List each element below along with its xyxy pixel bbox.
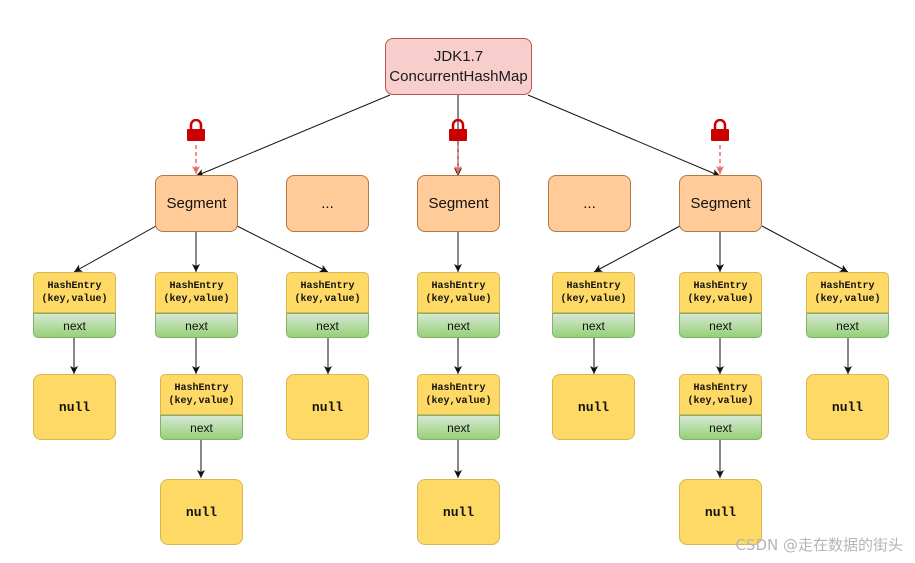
lock-icon	[711, 119, 729, 141]
hash-entry-title: HashEntry	[47, 280, 102, 292]
hash-entry: HashEntry (key,value)	[552, 272, 635, 313]
hash-entry: HashEntry (key,value)	[417, 374, 500, 415]
hash-entry: HashEntry (key,value)	[679, 374, 762, 415]
hash-entry-kv: (key,value)	[425, 395, 492, 407]
hash-entry-title: HashEntry	[169, 280, 224, 292]
hash-entry-title: HashEntry	[693, 280, 748, 292]
hash-entry-kv: (key,value)	[814, 293, 881, 305]
root-title: JDK1.7	[433, 47, 484, 65]
watermark: CSDN @走在数据的街头	[735, 536, 903, 554]
hash-entry: HashEntry (key,value)	[33, 272, 116, 313]
null-node: null	[33, 374, 116, 440]
edge-seg1-entry-1	[73, 225, 157, 273]
null-node: null	[679, 479, 762, 545]
null-node: null	[417, 479, 500, 545]
edge-seg1-entry-3	[236, 225, 329, 273]
next-pointer: next	[286, 313, 369, 338]
next-pointer: next	[806, 313, 889, 338]
edge-seg3-entry-3	[761, 225, 849, 273]
null-node: null	[160, 479, 243, 545]
segment-node: Segment	[679, 175, 762, 232]
next-pointer: next	[160, 415, 243, 440]
hash-entry: HashEntry (key,value)	[417, 272, 500, 313]
ellipsis-node: ...	[548, 175, 631, 232]
hash-entry-title: HashEntry	[693, 382, 748, 394]
hash-entry-kv: (key,value)	[687, 293, 754, 305]
edge-seg3-entry-1	[593, 225, 681, 273]
hash-entry: HashEntry (key,value)	[160, 374, 243, 415]
hash-entry-kv: (key,value)	[425, 293, 492, 305]
hash-entry-title: HashEntry	[300, 280, 355, 292]
hash-entry-title: HashEntry	[820, 280, 875, 292]
hash-entry-title: HashEntry	[431, 382, 486, 394]
segment-node: Segment	[155, 175, 238, 232]
next-pointer: next	[552, 313, 635, 338]
lock-icon	[449, 119, 467, 141]
next-pointer: next	[155, 313, 238, 338]
next-pointer: next	[417, 415, 500, 440]
root-subtitle: ConcurrentHashMap	[389, 67, 528, 85]
hash-entry: HashEntry (key,value)	[679, 272, 762, 313]
null-node: null	[552, 374, 635, 440]
edge-root-segment-3	[527, 94, 721, 177]
next-pointer: next	[33, 313, 116, 338]
hash-entry-title: HashEntry	[566, 280, 621, 292]
null-node: null	[806, 374, 889, 440]
next-pointer: next	[679, 415, 762, 440]
hash-entry-kv: (key,value)	[41, 293, 108, 305]
segment-node: Segment	[417, 175, 500, 232]
hash-entry-kv: (key,value)	[168, 395, 235, 407]
null-node: null	[286, 374, 369, 440]
hash-entry: HashEntry (key,value)	[155, 272, 238, 313]
next-pointer: next	[679, 313, 762, 338]
hash-entry-kv: (key,value)	[560, 293, 627, 305]
hash-entry-kv: (key,value)	[294, 293, 361, 305]
ellipsis-node: ...	[286, 175, 369, 232]
hash-entry-kv: (key,value)	[687, 395, 754, 407]
next-pointer: next	[417, 313, 500, 338]
hash-entry-title: HashEntry	[174, 382, 229, 394]
hash-entry: HashEntry (key,value)	[806, 272, 889, 313]
hash-entry-title: HashEntry	[431, 280, 486, 292]
lock-icon	[187, 119, 205, 141]
hash-entry-kv: (key,value)	[163, 293, 230, 305]
hash-entry: HashEntry (key,value)	[286, 272, 369, 313]
edge-root-segment-1	[195, 94, 391, 177]
root-node: JDK1.7 ConcurrentHashMap	[385, 38, 532, 95]
